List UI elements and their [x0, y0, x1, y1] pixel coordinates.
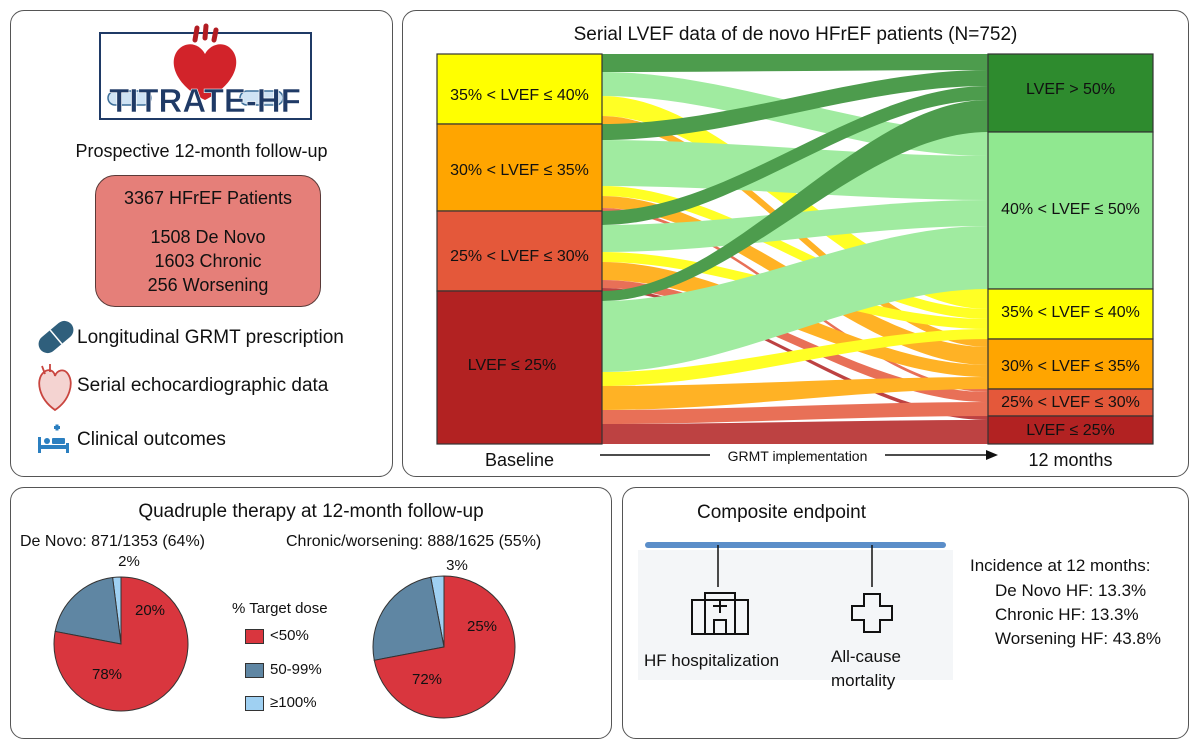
sankey-title: Serial LVEF data of de novo HFrEF patien…	[573, 24, 1018, 45]
quadruple-title: Quadruple therapy at 12-month follow-up	[138, 501, 484, 522]
legend-swatch-gte100	[245, 696, 264, 711]
sankey-flow-18	[602, 377, 988, 410]
followup-nodes	[987, 53, 1154, 445]
legend-label-gte100: ≥100%	[270, 694, 317, 711]
followup-label-gt-50: LVEF > 50%	[1025, 81, 1116, 98]
legend-label-lt50: <50%	[270, 627, 309, 644]
baseline-node-le-25	[436, 290, 603, 445]
baseline-node-25-30	[436, 210, 603, 292]
pill-icon	[38, 320, 74, 354]
mortality-label-line2: mortality	[831, 671, 896, 690]
sankey-flow-10	[602, 200, 988, 252]
followup-node-le-25	[987, 415, 1154, 445]
followup-label-25-30: 25% < LVEF ≤ 30%	[1001, 394, 1140, 411]
pie-de-novo: 78% 20% 2%	[53, 553, 189, 712]
incidence-worsening: Worsening HF: 43.8%	[995, 629, 1161, 648]
sankey-flow-9	[602, 86, 988, 225]
patients-worsening: 256 Worsening	[147, 275, 269, 295]
heart-icon	[38, 364, 72, 412]
followup-node-25-30	[987, 388, 1154, 417]
followup-node-30-35	[987, 338, 1154, 390]
legend-swatch-50-99	[245, 663, 264, 678]
pie0-slice-1	[54, 576, 122, 645]
pie0-label-0: 78%	[92, 666, 122, 683]
endpoint-title: Composite endpoint	[697, 502, 866, 523]
followup-label-35-40: 35% < LVEF ≤ 40%	[1001, 304, 1140, 321]
pie-chronic-worsening: 72% 25% 3%	[372, 557, 516, 719]
feature-echo: Serial echocardiographic data	[77, 375, 329, 396]
followup-label-40-50: 40% < LVEF ≤ 50%	[1001, 201, 1140, 218]
pie1-label-1: 25%	[467, 618, 497, 635]
baseline-label-30-35: 30% < LVEF ≤ 35%	[450, 162, 589, 179]
followup-label-30-35: 30% < LVEF ≤ 35%	[1001, 358, 1140, 375]
pie0-label-2: 2%	[118, 553, 140, 570]
pie0-label-1: 20%	[135, 602, 165, 619]
de-novo-caption: De Novo: 871/1353 (64%)	[20, 533, 205, 550]
logo-text: TITRATE-HF	[109, 82, 301, 119]
baseline-nodes	[436, 53, 603, 445]
sankey-flow-15	[602, 100, 988, 301]
incidence-de-novo: De Novo HF: 13.3%	[995, 581, 1147, 600]
patients-de-novo: 1508 De Novo	[150, 227, 266, 247]
feature-outcomes: Clinical outcomes	[77, 429, 226, 450]
timeline-arrow	[600, 450, 998, 460]
sankey-flow-0	[602, 54, 988, 72]
chronic-caption: Chronic/worsening: 888/1625 (55%)	[286, 533, 542, 550]
sankey-flow-13	[602, 280, 988, 402]
sankey-flow-6	[602, 186, 988, 319]
medical-cross-icon	[851, 593, 893, 633]
sankey-flows	[602, 54, 988, 444]
legend-swatch-lt50	[245, 629, 264, 644]
sankey-flow-4	[602, 70, 988, 140]
baseline-node-30-35	[436, 123, 603, 212]
baseline-label-25-30: 25% < LVEF ≤ 30%	[450, 248, 589, 265]
pie1-slice-1	[372, 576, 445, 661]
legend-label-50-99: 50-99%	[270, 661, 322, 678]
followup-label-le-25: LVEF ≤ 25%	[1026, 422, 1115, 439]
hospital-bed-icon	[38, 424, 69, 453]
pie1-label-0: 72%	[412, 671, 442, 688]
hf-hospitalization-label: HF hospitalization	[644, 651, 780, 670]
followup-text: Prospective 12-month follow-up	[75, 141, 328, 161]
hospital-icon	[691, 592, 749, 635]
sankey-flow-17	[602, 329, 988, 386]
baseline-label-le-25: LVEF ≤ 25%	[467, 357, 557, 374]
incidence-chronic: Chronic HF: 13.3%	[995, 605, 1139, 624]
baseline-axis-label: Baseline	[484, 450, 555, 470]
pie0-slice-0	[53, 576, 189, 712]
grmt-implementation-label: GRMT implementation	[727, 448, 868, 464]
pie1-slice-0	[373, 575, 516, 719]
legend-title: % Target dose	[232, 600, 328, 617]
patients-box	[95, 175, 321, 307]
followup-node-40-50	[987, 131, 1154, 290]
followup-node-35-40	[987, 288, 1154, 340]
followup-node-gt-50	[987, 53, 1154, 133]
sankey-flow-19	[602, 402, 988, 424]
patients-total: 3367 HFrEF Patients	[123, 188, 293, 208]
incidence-title: Incidence at 12 months:	[970, 556, 1151, 575]
pie1-label-2: 3%	[446, 557, 468, 574]
sankey-flow-20	[602, 420, 988, 444]
sankey-flow-16	[602, 226, 988, 372]
mortality-label-line1: All-cause	[831, 647, 901, 666]
baseline-node-35-40	[436, 53, 603, 125]
patients-chronic: 1603 Chronic	[154, 251, 262, 271]
baseline-label-35-40: 35% < LVEF ≤ 40%	[450, 87, 589, 104]
twelve-months-axis-label: 12 months	[1028, 450, 1113, 470]
feature-grmt: Longitudinal GRMT prescription	[77, 327, 344, 348]
